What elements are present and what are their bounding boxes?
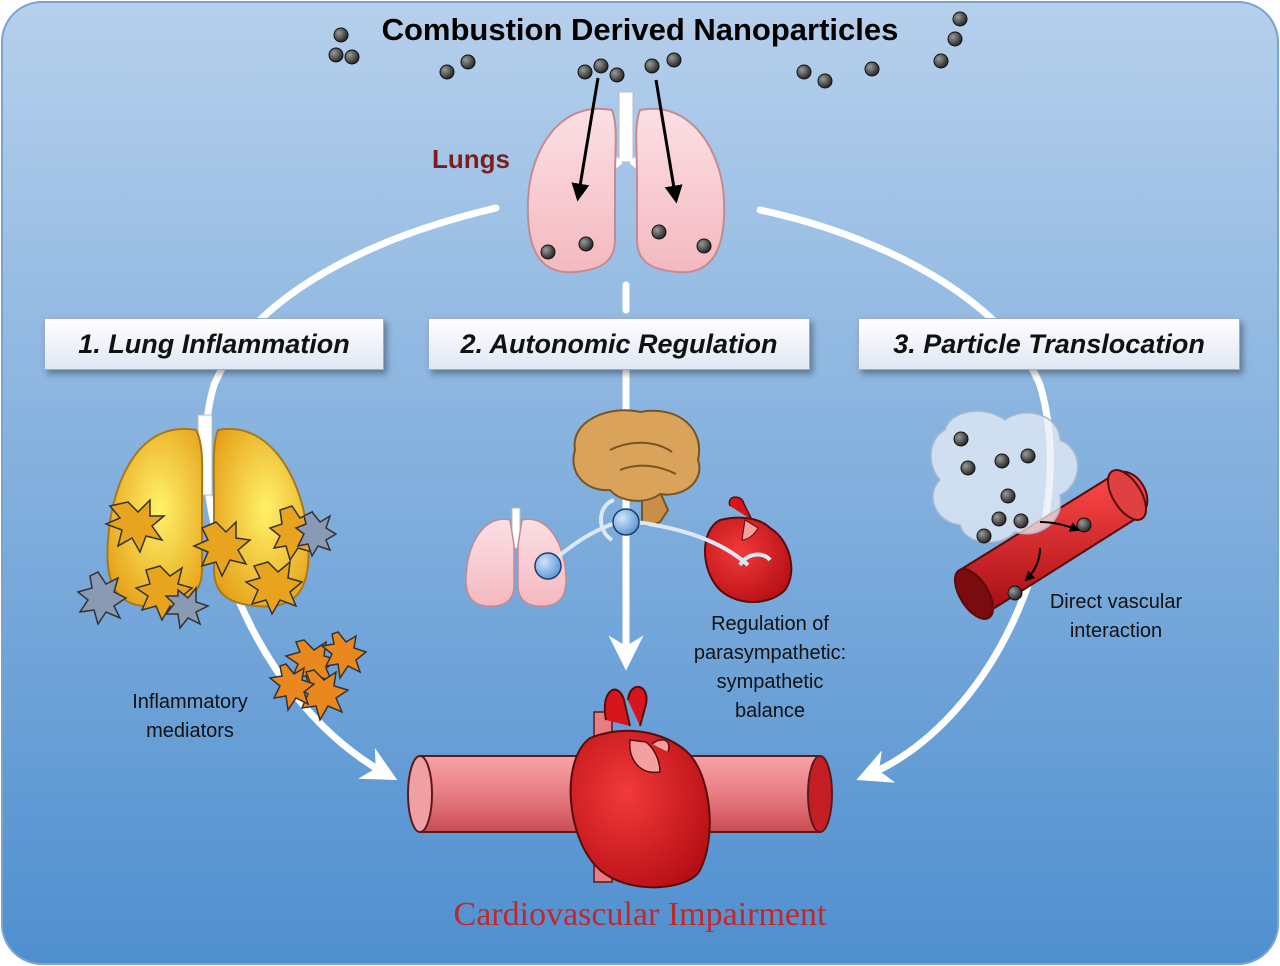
pathway-box-lung-inflammation: 1. Lung Inflammation <box>44 318 384 370</box>
small-lungs-icon <box>465 507 567 608</box>
inflammatory-mediators-icon <box>268 631 368 722</box>
outcome-heart-icon <box>569 686 711 889</box>
inflamed-lungs-illustration <box>76 414 338 630</box>
pathway-box-autonomic-regulation: 2. Autonomic Regulation <box>428 318 810 370</box>
lungs-illustration <box>526 77 726 274</box>
nerve-connections <box>534 498 772 580</box>
vascular-interaction-label: Direct vascular interaction <box>1049 591 1183 642</box>
synapse-lungs-icon <box>534 552 562 580</box>
small-heart-icon <box>704 496 793 604</box>
inflammatory-mediators-label: Inflammatory mediators <box>132 691 248 742</box>
diagram-title: Combustion Derived Nanoparticles <box>381 12 899 47</box>
brain-icon <box>572 409 701 526</box>
pathway-label-autonomic-regulation: 2. Autonomic Regulation <box>460 328 778 359</box>
red-vessel-icon <box>953 469 1149 620</box>
synapse-brain-icon <box>612 508 640 536</box>
lungs-label: Lungs <box>432 144 510 174</box>
autonomic-balance-label: Regulation of parasympathetic: sympathet… <box>693 613 847 722</box>
outcome-label: Cardiovascular Impairment <box>453 896 827 933</box>
particle-cloud-icon <box>930 410 1080 582</box>
pathway-box-particle-translocation: 3. Particle Translocation <box>858 318 1240 370</box>
pathway-label-particle-translocation: 3. Particle Translocation <box>893 328 1205 359</box>
pathway-label-lung-inflammation: 1. Lung Inflammation <box>78 328 350 359</box>
